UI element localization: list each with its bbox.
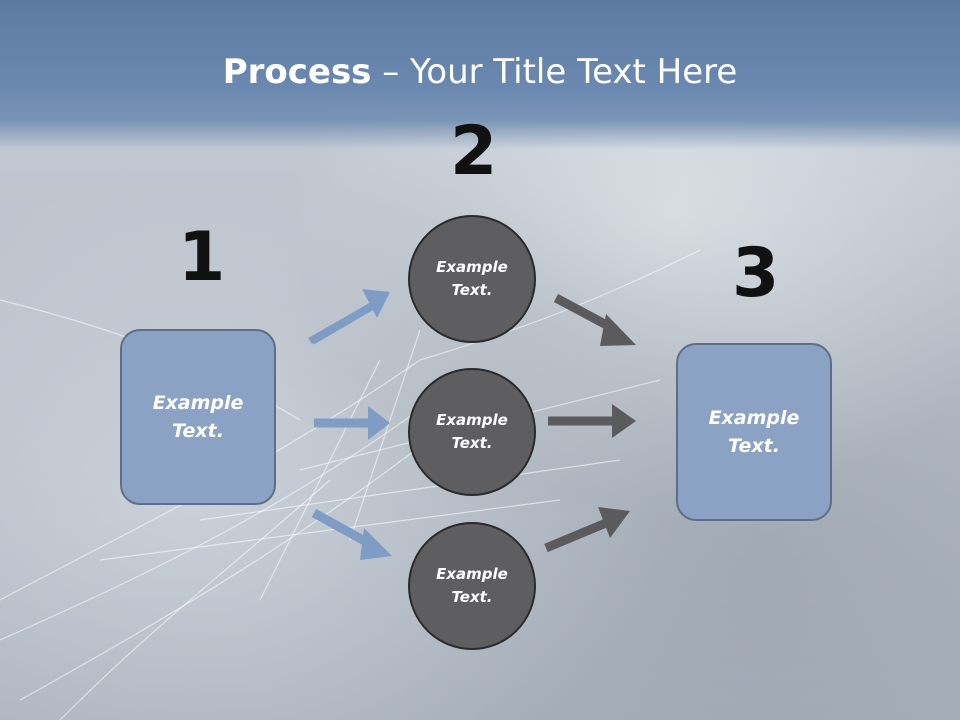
circle-middle: Example Text. bbox=[408, 368, 536, 496]
title-rest: – Your Title Text Here bbox=[371, 52, 738, 92]
arrow-left-to-bottom bbox=[311, 509, 392, 560]
arrow-left-to-top bbox=[308, 289, 390, 345]
header-band bbox=[0, 0, 960, 150]
step-number-3: 3 bbox=[732, 234, 780, 313]
circle-top: Example Text. bbox=[408, 215, 536, 343]
right-box: Example Text. bbox=[676, 343, 832, 521]
step-number-1: 1 bbox=[178, 218, 226, 297]
slide-title: Process – Your Title Text Here bbox=[0, 52, 960, 92]
circle-bottom: Example Text. bbox=[408, 522, 536, 650]
step-number-2: 2 bbox=[450, 112, 498, 191]
arrow-bottom-to-right bbox=[544, 507, 630, 553]
arrow-top-to-right bbox=[553, 294, 636, 346]
title-bold: Process bbox=[222, 52, 372, 92]
arrow-middle-to-right bbox=[548, 404, 636, 438]
arrow-left-to-middle bbox=[314, 406, 390, 440]
left-box: Example Text. bbox=[120, 329, 276, 505]
